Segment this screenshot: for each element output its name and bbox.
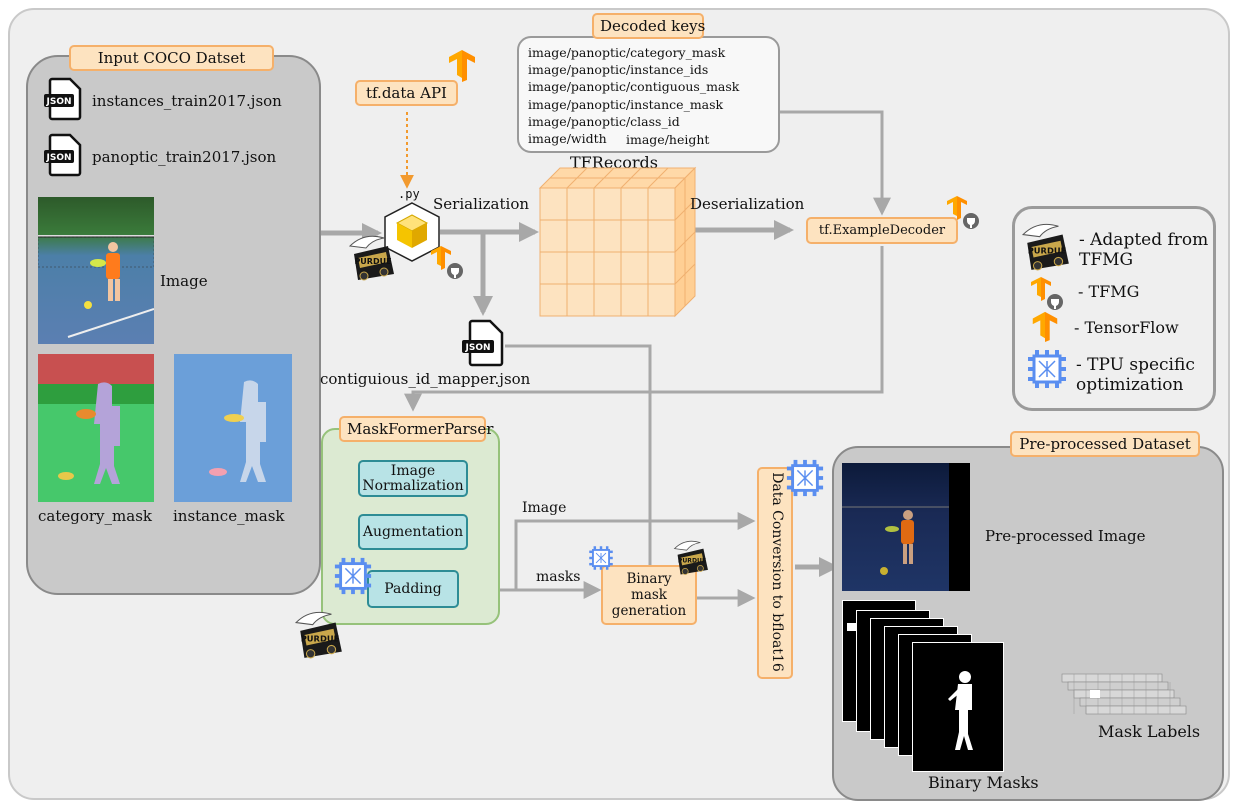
arrow-mapper-to-binary: [505, 344, 659, 584]
tfmg-icon: [430, 244, 464, 280]
svg-text:PURDUE: PURDUE: [354, 257, 391, 266]
tfrecords-cube: [538, 166, 697, 318]
json-file-icon: JSON: [44, 77, 84, 121]
svg-text:PURDUE: PURDUE: [301, 633, 340, 643]
parser-title: MaskFormerParser: [339, 416, 493, 442]
input-panel-title: Input COCO Datset: [69, 45, 274, 71]
svg-text:JSON: JSON: [464, 343, 490, 353]
input-image-label: Image: [160, 272, 208, 290]
purdue-train-icon: PURDUE: [672, 538, 712, 576]
svg-text:PURDUE: PURDUE: [678, 557, 706, 564]
instance-mask-label: instance_mask: [173, 507, 285, 525]
category-mask-image: [38, 354, 154, 502]
purdue-train-icon: PURDUE: [348, 232, 398, 282]
json-file-icon: JSON: [44, 133, 84, 177]
decoded-key: image/height: [626, 132, 710, 147]
category-mask-label: category_mask: [38, 507, 152, 525]
tensorflow-icon: [447, 48, 477, 82]
binary-masks-label: Binary Masks: [928, 773, 1039, 792]
step-image-normalization: Image Normalization: [358, 460, 468, 497]
python-script-icon: [383, 201, 441, 263]
legend-tensorflow-label: - TensorFlow: [1074, 318, 1179, 337]
legend-tpu-label: - TPU specific optimization: [1076, 355, 1195, 395]
file-instances-label: instances_train2017.json: [92, 92, 282, 110]
svg-text:PURDUE: PURDUE: [1028, 245, 1067, 255]
mask-labels-icon: [1060, 670, 1190, 720]
input-image: [38, 197, 154, 344]
arrow-keys-to-decoder: [780, 110, 891, 216]
py-label: .py: [398, 187, 420, 201]
instance-mask-image: [174, 354, 292, 502]
binary-mask-card: [912, 642, 1004, 772]
mask-labels-label: Mask Labels: [1098, 722, 1201, 741]
flow-image-label: Image: [522, 500, 567, 516]
tfrecords-label: TFRecords: [570, 153, 658, 172]
preprocessed-image-label: Pre-processed Image: [985, 527, 1146, 545]
tpu-chip-icon: [588, 545, 614, 571]
file-panoptic-label: panoptic_train2017.json: [92, 148, 277, 166]
deserialization-label: Deserialization: [690, 195, 805, 213]
tpu-chip-icon: [785, 458, 825, 498]
purdue-train-icon: PURDUE: [292, 608, 348, 660]
binary-mask-generation-box: Binary mask generation: [601, 565, 697, 625]
tfmg-icon: [946, 194, 980, 230]
preprocessed-title: Pre-processed Dataset: [1010, 431, 1200, 457]
purdue-train-icon: PURDUE: [1020, 220, 1074, 272]
data-conversion-label: Data Conversion to bfloat16: [769, 472, 785, 672]
mapper-file-label: contiguious_id_mapper.json: [320, 370, 531, 388]
decoded-keys-title: Decoded keys: [592, 13, 705, 39]
preprocessed-image: [842, 463, 970, 591]
decoded-key: image/width: [528, 131, 607, 146]
flow-masks-label: masks: [536, 569, 581, 585]
tfmg-icon: [1030, 275, 1064, 311]
decoded-key: image/panoptic/category_mask: [528, 45, 726, 60]
tensorflow-icon: [1030, 310, 1060, 342]
tpu-chip-icon: [1026, 348, 1068, 390]
step-padding: Padding: [367, 570, 459, 608]
tpu-chip-icon: [333, 556, 373, 596]
svg-text:JSON: JSON: [45, 153, 71, 163]
decoded-key: image/panoptic/instance_ids: [528, 62, 709, 77]
step-augmentation: Augmentation: [358, 514, 468, 550]
legend-adapted-label: - Adapted from TFMG: [1079, 230, 1209, 270]
serialization-label: Serialization: [433, 195, 530, 213]
decoded-key: image/panoptic/instance_mask: [528, 97, 724, 112]
binary-masks-stack: [842, 600, 1004, 772]
arrow-decoder-to-parser: [404, 246, 884, 412]
decoded-key: image/panoptic/contiguous_mask: [528, 79, 740, 94]
data-conversion-box: [757, 467, 793, 679]
json-file-icon: JSON: [462, 319, 504, 367]
binary-mask-generation-label: Binary mask generation: [611, 571, 687, 619]
example-decoder-box: tf.ExampleDecoder: [806, 217, 958, 244]
svg-text:JSON: JSON: [45, 97, 71, 107]
tf-data-api-box: tf.data API: [355, 80, 458, 106]
decoded-key: image/panoptic/class_id: [528, 114, 680, 129]
legend-tfmg-label: - TFMG: [1078, 282, 1140, 301]
